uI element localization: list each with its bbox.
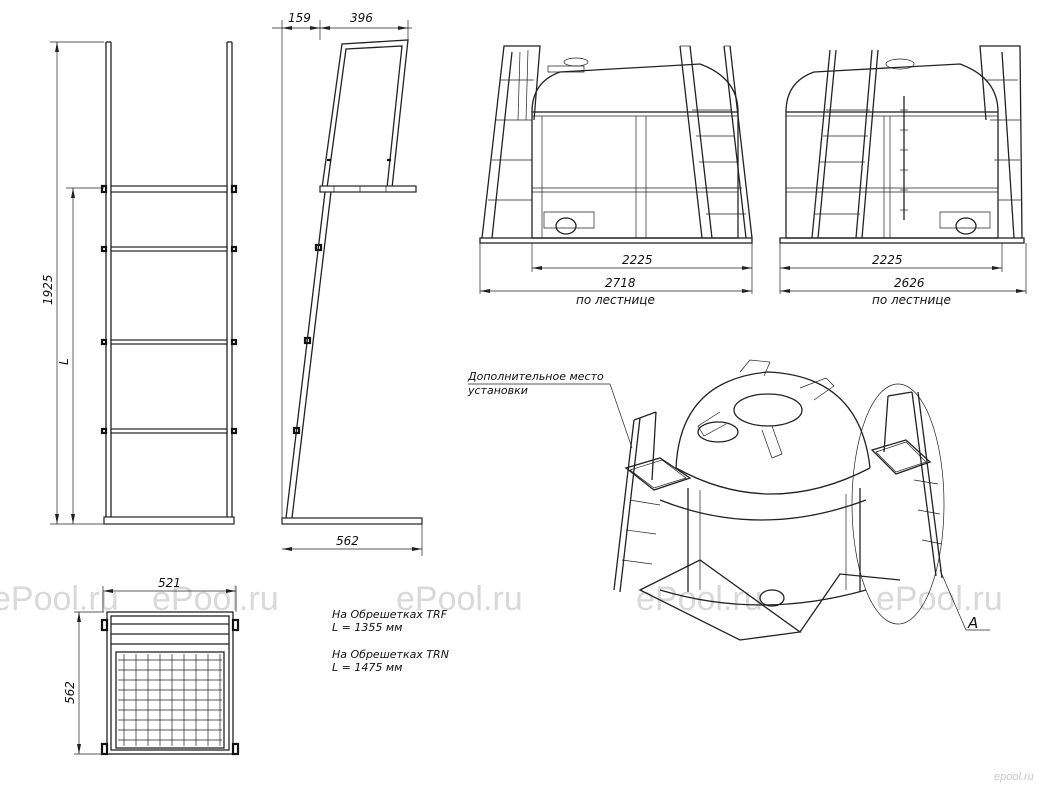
tank2-dim-caption: по лестнице xyxy=(872,293,951,307)
detail-label-A: A xyxy=(967,614,978,632)
dim-depth-562: 562 xyxy=(63,681,77,704)
dim-top-159: 159 xyxy=(288,11,311,25)
dim-width-521: 521 xyxy=(158,576,181,590)
watermark-layer: ePool.ru ePool.ru ePool.ru ePool.ru ePoo… xyxy=(0,580,1003,618)
note-trn-title: На Обрешетках TRN xyxy=(332,648,449,661)
tank-isometric-view: Дополнительное место установки xyxy=(467,359,990,641)
dim-top-396: 396 xyxy=(350,11,373,25)
note-trf-length: L = 1355 мм xyxy=(332,621,402,634)
ladder-side-view: 159 396 562 xyxy=(272,11,423,556)
ladder-front-view: 1925 L xyxy=(41,41,238,525)
dim-length-L: L xyxy=(57,358,71,365)
tank1-dim-2225: 2225 xyxy=(622,253,653,267)
platform-plan-view: 521 562 xyxy=(63,576,240,756)
note-trf-title: На Обрешетках TRF xyxy=(332,608,448,621)
note-trn-length: L = 1475 мм xyxy=(332,661,402,674)
tank2-dim-2225: 2225 xyxy=(872,253,903,267)
tank1-dim-caption: по лестнице xyxy=(576,293,655,307)
corner-logo-text: epool.ru xyxy=(994,771,1034,783)
watermark-text-5: ePool.ru xyxy=(876,580,1003,618)
tank2-dim-2626: 2626 xyxy=(894,276,925,290)
tank-front-view-1: 2225 2718 по лестнице xyxy=(479,45,753,307)
tank1-dim-2718: 2718 xyxy=(605,276,636,290)
dim-height-1925: 1925 xyxy=(41,274,55,305)
callout-line-1: Дополнительное место xyxy=(467,370,604,383)
callout-line-2: установки xyxy=(467,384,528,397)
watermark-text-3: ePool.ru xyxy=(396,580,523,618)
grating-pattern xyxy=(118,654,222,746)
dim-base-562: 562 xyxy=(336,534,359,548)
tank-front-view-2: 2225 2626 по лестнице xyxy=(779,45,1027,307)
lengths-note: На Обрешетках TRF L = 1355 мм На Обрешет… xyxy=(332,608,449,674)
